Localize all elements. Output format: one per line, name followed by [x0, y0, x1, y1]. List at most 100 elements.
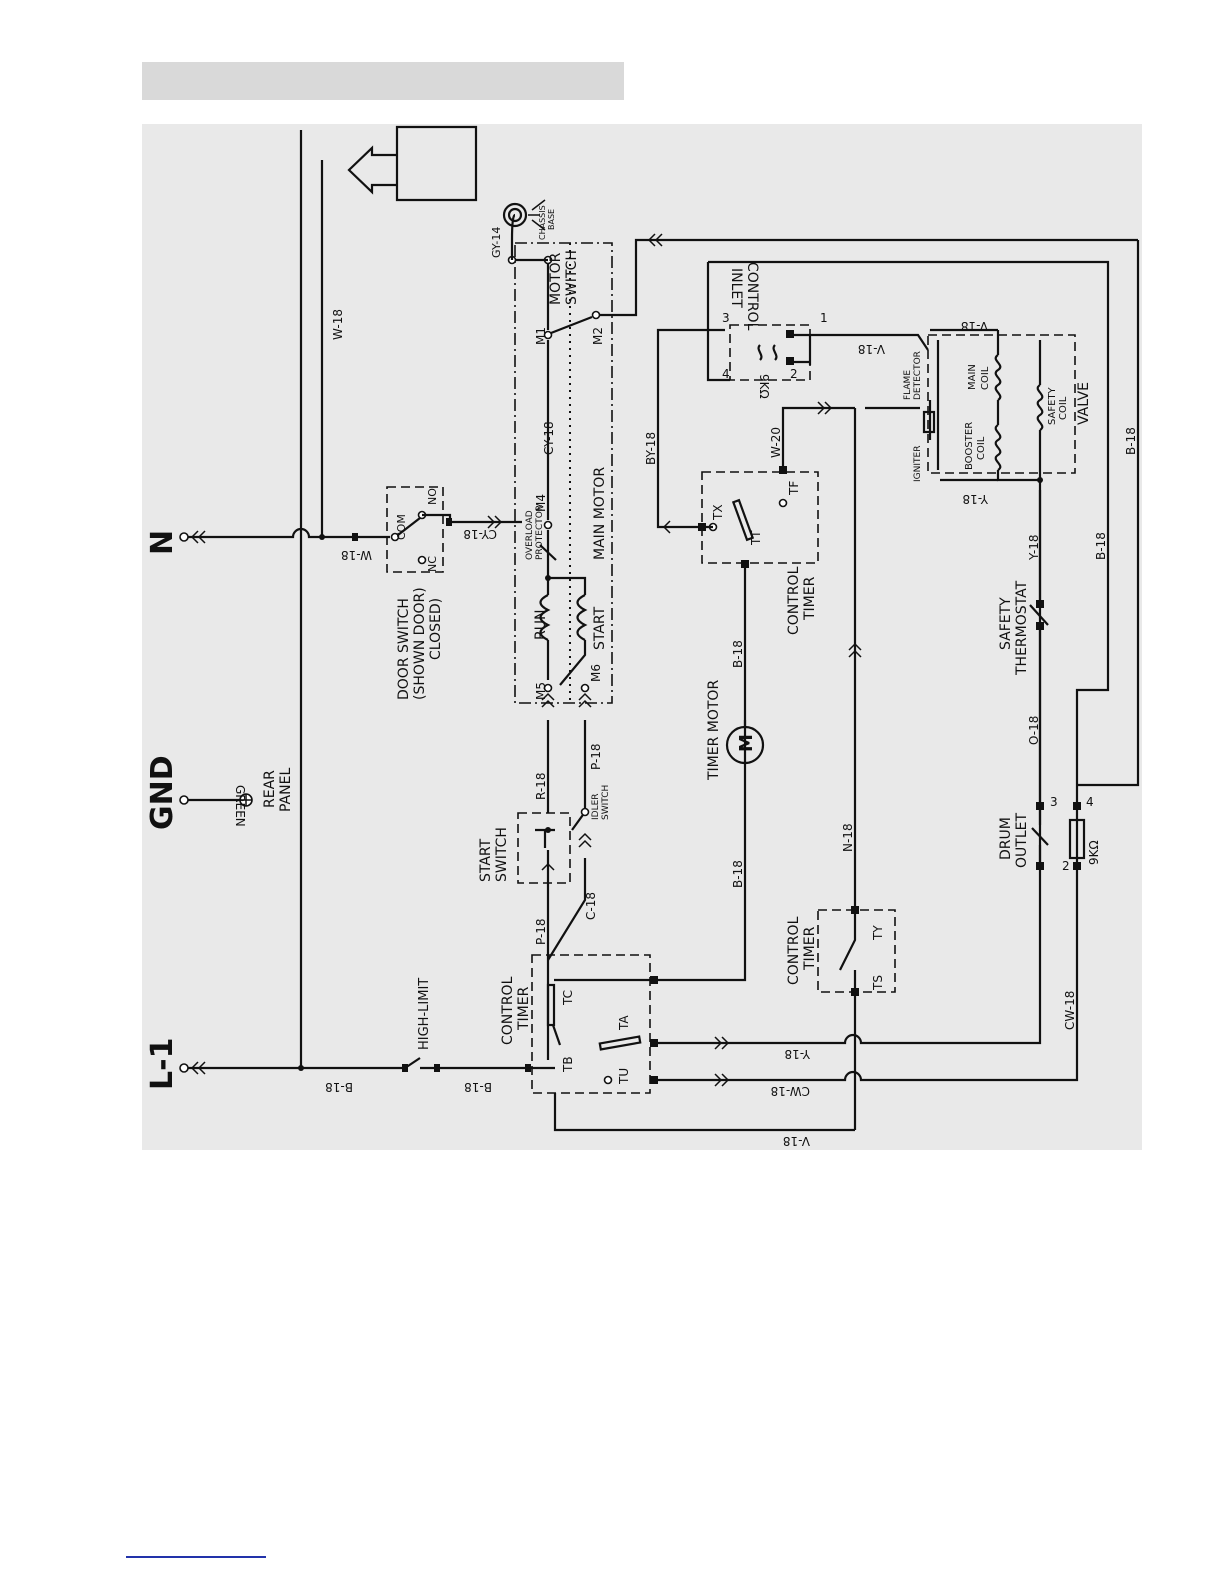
door-switch-label-2: (SHOWN DOOR): [412, 587, 428, 700]
wire-n18: N-18: [841, 823, 855, 852]
control-timer-main-label-1: CONTROL: [500, 976, 516, 1045]
bus-lines: [299, 130, 324, 1068]
chassis-base-label-1: CHASSIS: [538, 205, 547, 240]
m6-label: M6: [589, 664, 603, 682]
m1-label: M1: [534, 327, 548, 345]
flame-detector-label-1: FLAME: [903, 370, 913, 400]
safety-coil-label-1: SAFETY: [1047, 386, 1058, 425]
wire-w18-n: W-18: [341, 548, 372, 562]
control-timer-upper-label-1: CONTROL: [786, 566, 802, 635]
idler-switch-label-1: IDLER: [591, 793, 601, 820]
n-line: [179, 527, 390, 544]
wire-r18: R-18: [534, 773, 548, 800]
control-inlet-label-2: INLET: [728, 268, 744, 308]
footer-link[interactable]: [126, 1556, 266, 1558]
drum-outlet: [1031, 802, 1086, 870]
overload-protector-label-1: OVERLOAD: [525, 510, 535, 560]
motor-switch-label-2: SWITCH: [564, 250, 580, 305]
wire-cy18-motor: CY-18: [542, 421, 556, 455]
control-timer-lower: [817, 408, 896, 1130]
wire-p18-lower: P-18: [534, 918, 548, 945]
door-switch-label-3: CLOSED): [428, 598, 444, 660]
ta-label: TA: [617, 1015, 631, 1031]
rear-panel-label-2: PANEL: [278, 768, 294, 812]
reference-arrow: [347, 145, 397, 195]
chassis-base-label-2: BASE: [547, 209, 556, 230]
tb-label: TB: [561, 1056, 575, 1073]
ty-label: TY: [871, 925, 885, 941]
flame-detector-label-2: DETECTOR: [913, 351, 923, 400]
green-label: GREEN: [233, 785, 247, 827]
booster-coil-label-2: COIL: [976, 436, 987, 460]
wire-b18-l1a: B-18: [325, 1080, 353, 1094]
wire-w18-bus: W-18: [331, 309, 345, 340]
ts-label: TS: [871, 975, 885, 991]
n-label: N: [145, 530, 180, 555]
main-coil-label-2: COIL: [980, 366, 991, 390]
wire-gy14: GY-14: [490, 227, 503, 258]
gas-valve: [810, 328, 1076, 483]
door-switch-label-1: DOOR SWITCH: [396, 598, 412, 700]
safety-thermostat-label-1: SAFETY: [998, 597, 1014, 650]
wire-y18-bottom: Y-18: [784, 1047, 811, 1061]
m2-label: M2: [591, 327, 605, 345]
wire-cy18-door: CY-18: [463, 527, 497, 541]
control-timer-lower-label-2: TIMER: [802, 926, 818, 971]
main-motor: [507, 213, 1138, 704]
chassis-ground: [502, 199, 546, 231]
drum-outlet-label-2: OUTLET: [1014, 813, 1030, 868]
wire-cw18-drum: CW-18: [1063, 991, 1077, 1030]
no-label: NO: [426, 488, 439, 505]
drum-outlet-label-1: DRUM: [998, 817, 1014, 860]
wire-y18-thermo: Y-18: [1027, 534, 1041, 561]
wire-by18: BY-18: [644, 432, 658, 465]
wire-c18: C-18: [584, 892, 598, 920]
tu-label: TU: [617, 1068, 631, 1085]
valve-label: VALVE: [1076, 382, 1092, 425]
l1-label: L-1: [145, 1038, 180, 1090]
control-timer-lower-label-1: CONTROL: [786, 916, 802, 985]
wire-cw18-bottom: CW-18: [771, 1084, 810, 1098]
wire-b18-tm-upper: B-18: [731, 640, 745, 668]
wire-b18-right-upper: B-18: [1124, 427, 1138, 455]
wire-b18-tm-lower: B-18: [731, 860, 745, 888]
high-limit-label: HIGH-LIMIT: [417, 978, 432, 1050]
wire-b18-l1b: B-18: [464, 1080, 492, 1094]
timer-motor-label: TIMER MOTOR: [706, 680, 722, 781]
wire-v18-valve: V-18: [961, 319, 988, 333]
nc-label: NC: [426, 556, 439, 572]
door-switch: [386, 486, 522, 573]
inlet-pin-3: 3: [722, 311, 730, 325]
tf-label: TF: [787, 481, 801, 496]
start-coil-label: START: [592, 606, 608, 650]
tx-label: TX: [711, 504, 725, 521]
start-switch-label-2: SWITCH: [494, 827, 510, 882]
main-motor-label: MAIN MOTOR: [592, 467, 608, 560]
inlet-pin-1: 1: [820, 311, 828, 325]
main-coil-label-1: MAIN: [967, 364, 978, 390]
wire-b18-right-lower: B-18: [1094, 532, 1108, 560]
overload-protector-label-2: PROTECTOR: [535, 505, 545, 560]
gnd-line: [179, 793, 253, 807]
drum-9k-label: 9KΩ: [1087, 840, 1101, 865]
timer-motor: [725, 560, 765, 765]
gnd-label: GND: [145, 755, 180, 830]
control-timer-main-label-2: TIMER: [516, 986, 532, 1031]
safety-coil-label-2: COIL: [1058, 396, 1069, 420]
tt-label: TT: [749, 530, 763, 546]
reference-box: [395, 125, 478, 202]
idler-switch-label-2: SWITCH: [601, 785, 611, 820]
motor-switch-label-1: MOTOR: [548, 252, 564, 305]
rear-panel-label-1: REAR: [262, 770, 278, 808]
safety-thermostat-label-2: THERMOSTAT: [1014, 580, 1030, 676]
control-timer-upper-label-2: TIMER: [802, 576, 818, 621]
inlet-9k-label: 9KΩ: [757, 374, 771, 399]
control-inlet: [706, 260, 1110, 810]
start-switch: [517, 720, 590, 1060]
control-timer-upper: [656, 328, 855, 564]
control-inlet-label-1: CONTROL: [744, 262, 760, 331]
com-label: COM: [395, 514, 408, 540]
drum-pin-2: 2: [1062, 859, 1070, 873]
igniter-label: IGNITER: [913, 446, 923, 482]
